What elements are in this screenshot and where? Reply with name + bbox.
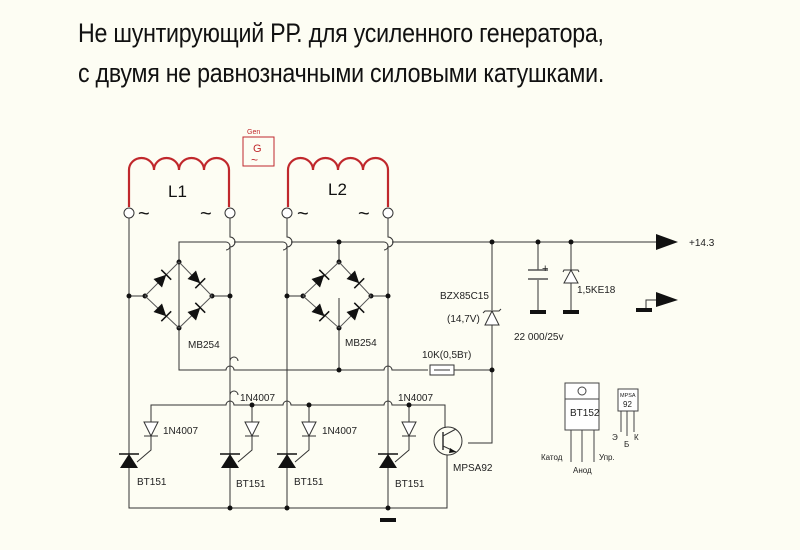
- thyristor-3-label: BT151: [294, 477, 324, 488]
- transistor-mpsa92: MPSA92: [433, 426, 493, 474]
- capacitor-polarity: +: [542, 263, 548, 275]
- mpsa92-name-line1: MPSA: [620, 393, 636, 399]
- generator-symbol: Gen G ~: [242, 129, 275, 167]
- bt152-pin-gate: Упр.: [599, 453, 615, 462]
- capacitor-label: 22 000/25v: [514, 332, 564, 343]
- thyristor-4-label: BT151: [395, 479, 425, 490]
- capacitor: + 22 000/25v: [514, 263, 564, 343]
- ground-icon: [380, 518, 396, 522]
- diagram-title-line-1: Не шунтирующий РР. для усиленного генера…: [78, 18, 604, 48]
- generator-letter: G: [253, 143, 262, 155]
- bt152-pinout: BT152 Катод Анод Упр.: [541, 382, 615, 475]
- generator-caption: Gen: [247, 129, 260, 136]
- output-terminal: +14.3: [656, 234, 715, 250]
- coil-l1-terminal-left: ~: [138, 203, 150, 225]
- thyristor-1: BT151: [119, 453, 167, 488]
- coil-l2-terminal-right: ~: [358, 203, 370, 225]
- bridge-rectifier-2: MB254: [302, 261, 377, 349]
- diode-4-label: 1N4007: [398, 393, 433, 404]
- bt152-pin-cathode: Катод: [541, 453, 563, 462]
- diode-3: 1N4007: [301, 421, 357, 438]
- coil-l2: L2 ~ ~: [281, 156, 394, 225]
- mpsa92-pin-base: Б: [624, 440, 629, 449]
- ground-icon: [530, 310, 546, 314]
- diode-4: 1N4007: [398, 393, 433, 438]
- resistor-label: 10K(0,5Вт): [422, 350, 471, 361]
- diode-1: 1N4007: [143, 421, 198, 443]
- transistor-label: MPSA92: [453, 463, 493, 474]
- zener-part-label: BZX85C15: [440, 291, 489, 302]
- bt152-pin-anode: Анод: [573, 466, 592, 475]
- ground-icon: [636, 308, 652, 312]
- diode-3-label: 1N4007: [322, 426, 357, 437]
- mpsa92-name-line2: 92: [623, 400, 632, 409]
- resistor: 10K(0,5Вт): [422, 350, 471, 376]
- thyristor-2: BT151: [220, 453, 266, 490]
- output-arrow-icon: [656, 234, 678, 250]
- thyristor-4: BT151: [378, 453, 425, 490]
- coil-l1-terminal-right: ~: [200, 203, 212, 225]
- zener-voltage-label: (14,7V): [447, 314, 480, 325]
- mpsa92-pin-collector: К: [634, 433, 639, 442]
- coil-l1-label: L1: [168, 182, 187, 201]
- thyristor-3: BT151: [277, 453, 324, 488]
- bridge-rectifier-1: MB254: [144, 261, 220, 351]
- ground-arrow-icon: [656, 292, 678, 307]
- bridge-2-label: MB254: [345, 338, 377, 349]
- thyristor-1-label: BT151: [137, 477, 167, 488]
- mpsa92-pin-emitter: Э: [612, 433, 618, 442]
- bridge-1-label: MB254: [188, 340, 220, 351]
- ground-icon: [563, 310, 579, 314]
- coil-l2-terminal-left: ~: [297, 203, 309, 225]
- generator-wave-icon: ~: [251, 153, 258, 167]
- thyristor-2-label: BT151: [236, 479, 266, 490]
- ground-terminal: [636, 292, 678, 312]
- coil-l2-label: L2: [328, 180, 347, 199]
- tvs-label: 1,5KE18: [577, 285, 616, 296]
- mpsa92-pinout: MPSA 92 Э Б К: [612, 388, 639, 449]
- zener-diode: BZX85C15 (14,7V): [440, 291, 502, 326]
- diode-1-label: 1N4007: [163, 426, 198, 437]
- tvs-diode: 1,5KE18: [562, 268, 616, 314]
- coil-l1: L1 ~ ~: [123, 156, 236, 225]
- output-voltage-label: +14.3: [689, 238, 715, 249]
- bt152-name: BT152: [570, 408, 600, 419]
- diode-2-label: 1N4007: [240, 393, 275, 404]
- diode-2: 1N4007: [240, 393, 275, 438]
- diagram-title-line-2: с двумя не равнозначными силовыми катушк…: [78, 58, 605, 88]
